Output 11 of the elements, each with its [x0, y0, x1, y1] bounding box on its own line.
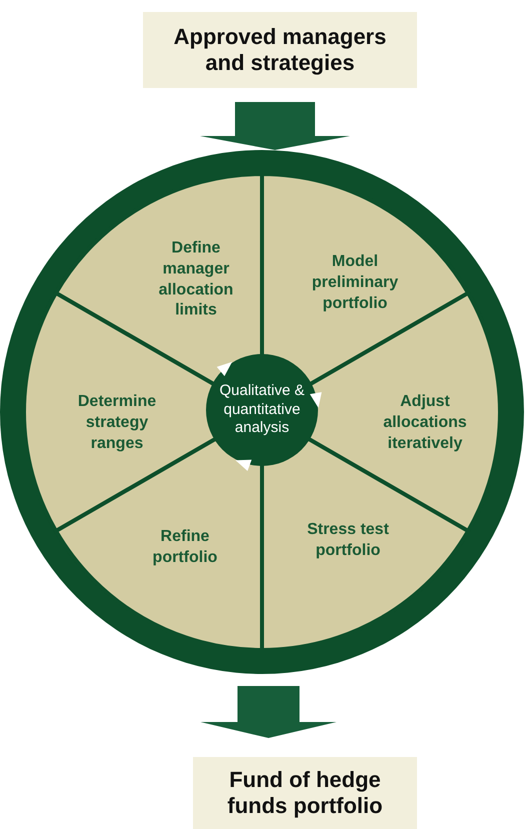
analysis-label: Qualitative & quantitative analysis [218, 382, 306, 438]
step-label: Adjust allocations iteratively [382, 392, 468, 454]
step-label: Stress test portfolio [306, 520, 390, 561]
step-label: Determine strategy ranges [76, 392, 158, 454]
input-output-box: Fund of hedge funds portfolio [193, 757, 417, 829]
block-arrow [200, 102, 350, 150]
step-label: Define manager allocation limits [158, 238, 234, 321]
step-label: Refine portfolio [152, 527, 218, 568]
step-label: Model preliminary portfolio [310, 252, 400, 314]
block-arrow [200, 686, 336, 738]
input-output-box: Approved managers and strategies [143, 12, 417, 88]
